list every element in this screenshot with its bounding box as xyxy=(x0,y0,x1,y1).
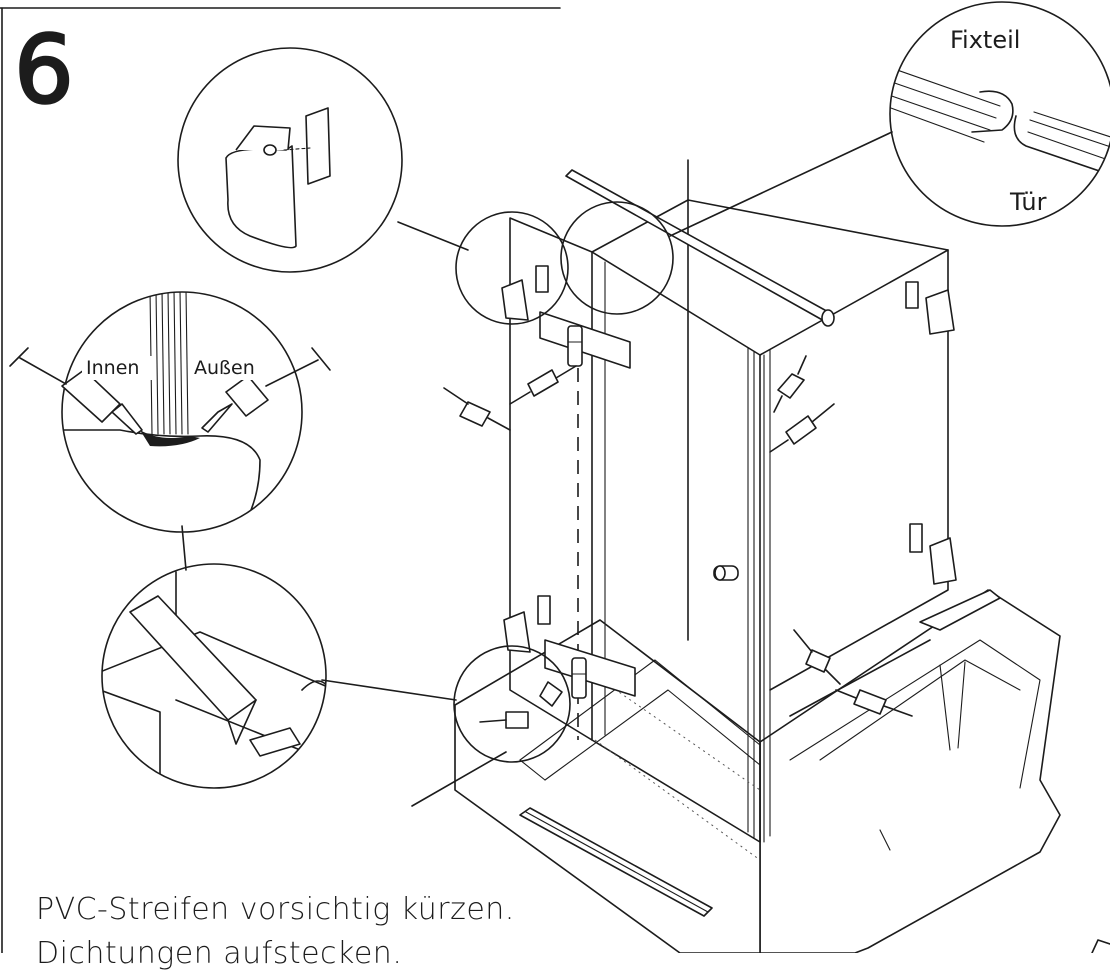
detail-silicone-joint: Innen Außen xyxy=(9,291,331,533)
detail-clamp-cap xyxy=(177,47,403,273)
door-knob[interactable] xyxy=(713,565,739,581)
step-number: 6 xyxy=(14,16,74,125)
page-corner-mark xyxy=(1091,939,1110,953)
aussen-label: Außen xyxy=(194,357,255,379)
leader-seal xyxy=(669,131,893,237)
caption-line-1: PVC-Streifen vorsichtig kürzen. xyxy=(36,892,515,927)
detail-marker-silicone xyxy=(453,645,571,763)
leader-cut-detail xyxy=(321,679,457,701)
detail-marker-clamp xyxy=(455,211,569,325)
upper-hinge xyxy=(539,311,631,369)
leader-tray xyxy=(411,751,507,807)
shower-enclosure xyxy=(509,159,949,861)
innen-label: Innen xyxy=(86,357,139,379)
detail-seal-profile: Fixteil Tür xyxy=(889,1,1110,227)
bathtub xyxy=(759,589,1061,953)
lower-hinge xyxy=(544,639,636,699)
stabilizer-bar xyxy=(565,169,833,323)
detail-marker-seal xyxy=(560,201,674,315)
fixteil-label: Fixteil xyxy=(950,26,1020,54)
silicone-cartridges xyxy=(443,355,931,729)
leader-silicone-detail xyxy=(181,525,187,571)
detail-pvc-cut xyxy=(101,563,327,789)
lower-right-clamp xyxy=(909,523,957,585)
upper-left-clamp xyxy=(501,265,549,321)
leader-clamp xyxy=(397,221,469,251)
caption-line-2: Dichtungen aufstecken. xyxy=(36,936,403,971)
tuer-label: Tür xyxy=(1009,188,1047,216)
lower-left-clamp xyxy=(503,595,551,653)
upper-right-clamp xyxy=(905,281,955,335)
